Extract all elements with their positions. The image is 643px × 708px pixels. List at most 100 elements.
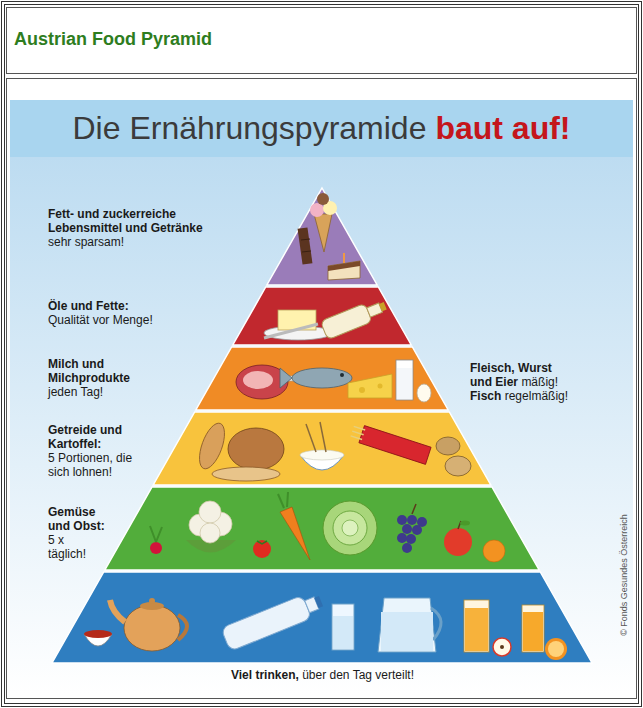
label-line: Fleisch, Wurst und Eiermäßig! bbox=[470, 361, 574, 389]
label-line: Die Ernährungspyramidebaut auf! bbox=[10, 100, 633, 164]
grapes-icon bbox=[402, 543, 412, 553]
water-glass-icon bbox=[333, 616, 353, 649]
band-fill bbox=[196, 347, 448, 410]
rice-bowl-icon bbox=[320, 422, 326, 452]
band-fill bbox=[105, 487, 539, 570]
band-heading: Fisch bbox=[470, 389, 501, 403]
label-group: Milch und Milchproduktejeden Tag! bbox=[48, 357, 152, 399]
ice-cream-icon bbox=[323, 201, 337, 215]
pasta-icon bbox=[352, 431, 363, 435]
label-group: Öle und Fette:Qualität vor Menge! bbox=[48, 299, 198, 327]
label-line: jeden Tag! bbox=[48, 385, 152, 399]
label-line: Fischregelmäßig! bbox=[470, 389, 574, 403]
band-text: Die Ernährungspyramide bbox=[73, 110, 427, 146]
chocolate-icon bbox=[298, 227, 313, 264]
water-glass-icon bbox=[332, 604, 354, 650]
oil-bottle-icon bbox=[320, 303, 372, 340]
potato-icon bbox=[445, 456, 471, 476]
rice-bowl-icon bbox=[300, 455, 344, 470]
grapes-icon bbox=[407, 515, 417, 525]
apple-half-icon bbox=[493, 638, 511, 656]
cake-icon bbox=[343, 253, 345, 263]
title-holder: Austrian Food Pyramid bbox=[14, 29, 212, 50]
cauliflower-icon bbox=[208, 512, 232, 536]
label-group: Getreide und Kartoffel:5 Portionen, die … bbox=[48, 423, 148, 479]
page-title: Austrian Food Pyramid bbox=[14, 29, 212, 49]
band-heading: Fett- und zuckerreiche Lebensmittel und … bbox=[48, 207, 203, 235]
fish-icon bbox=[280, 368, 292, 388]
water-jug-icon bbox=[378, 598, 436, 652]
apple-half-icon bbox=[500, 645, 504, 649]
label-group: Viel trinken,über den Tag verteilt! bbox=[40, 668, 605, 682]
title-box bbox=[7, 8, 637, 74]
ham-icon bbox=[236, 365, 288, 399]
orange-half-icon bbox=[545, 638, 567, 660]
pasta-icon bbox=[354, 426, 365, 430]
apple-icon bbox=[458, 521, 461, 529]
grapes-icon bbox=[402, 524, 412, 534]
ham-icon bbox=[284, 376, 296, 381]
radish-icon bbox=[150, 526, 162, 542]
chocolate-icon bbox=[298, 227, 313, 264]
band-heading: Milch und Milchprodukte bbox=[48, 357, 130, 385]
carrot-icon bbox=[278, 492, 310, 560]
butter-icon bbox=[278, 310, 316, 330]
ice-cream-icon bbox=[310, 193, 337, 252]
label-group: Fett- und zuckerreiche Lebensmittel und … bbox=[48, 207, 226, 249]
band-text: Qualität vor Menge! bbox=[48, 313, 153, 327]
cake-icon bbox=[328, 253, 360, 280]
label-group: Fleisch, Wurst und Eiermäßig!Fischregelm… bbox=[470, 361, 574, 403]
juice-glass-icon bbox=[464, 600, 489, 652]
rice-bowl-icon bbox=[306, 424, 316, 452]
butter-icon bbox=[264, 326, 332, 340]
apple-icon bbox=[444, 521, 472, 557]
water-jug-icon bbox=[381, 612, 433, 651]
orange-icon bbox=[483, 540, 505, 562]
bread-icon bbox=[194, 420, 229, 472]
band-text: mäßig! bbox=[521, 375, 558, 389]
pyramid-band: Milch und Milchproduktejeden Tag! Fleisch… bbox=[40, 347, 605, 410]
ice-cream-icon bbox=[310, 203, 324, 217]
band-fill bbox=[153, 412, 491, 485]
grapes-icon bbox=[397, 533, 407, 543]
grapes-icon bbox=[406, 534, 416, 544]
pasta-icon bbox=[349, 423, 431, 465]
teapot-icon bbox=[178, 615, 187, 640]
figure-box bbox=[7, 79, 637, 699]
apple-half-icon bbox=[493, 638, 511, 656]
potato-icon bbox=[436, 437, 460, 455]
radish-icon bbox=[150, 542, 162, 554]
copyright-note: © Fonds Gesundes Österreich bbox=[619, 514, 629, 636]
band-text: sehr sparsam! bbox=[48, 235, 124, 249]
cauliflower-icon bbox=[200, 523, 220, 543]
tomato-icon bbox=[257, 541, 267, 544]
cheese-icon bbox=[359, 387, 365, 393]
milk-glass-icon bbox=[397, 368, 412, 399]
grapes-icon bbox=[397, 515, 407, 525]
bread-icon bbox=[212, 467, 280, 481]
orange-icon bbox=[483, 540, 505, 562]
ham-icon bbox=[243, 371, 273, 389]
label-line: 5 x täglich! bbox=[48, 533, 88, 561]
cauliflower-icon bbox=[186, 540, 236, 553]
juice-glass-icon bbox=[465, 608, 488, 651]
egg-icon bbox=[417, 384, 431, 402]
rice-bowl-icon bbox=[300, 450, 344, 460]
ice-cream-icon bbox=[317, 193, 329, 205]
band-text: über den Tag verteilt! bbox=[302, 668, 414, 682]
carrot-icon bbox=[278, 492, 288, 508]
sky-ground bbox=[10, 157, 633, 694]
pyramid-band: Viel trinken,über den Tag verteilt! bbox=[40, 572, 605, 694]
tea-cup-icon bbox=[84, 634, 112, 646]
water-bottle-icon bbox=[305, 597, 319, 613]
band-fill bbox=[267, 188, 377, 285]
orange-half-icon bbox=[548, 641, 564, 657]
pyramid-band: Getreide und Kartoffel:5 Portionen, die … bbox=[40, 412, 605, 485]
band-heading: Öle und Fette: bbox=[48, 299, 129, 313]
band-shape bbox=[40, 188, 605, 285]
band-heading: baut auf! bbox=[435, 110, 570, 146]
juice-glass-icon bbox=[522, 605, 544, 652]
tomato-icon bbox=[253, 540, 271, 558]
